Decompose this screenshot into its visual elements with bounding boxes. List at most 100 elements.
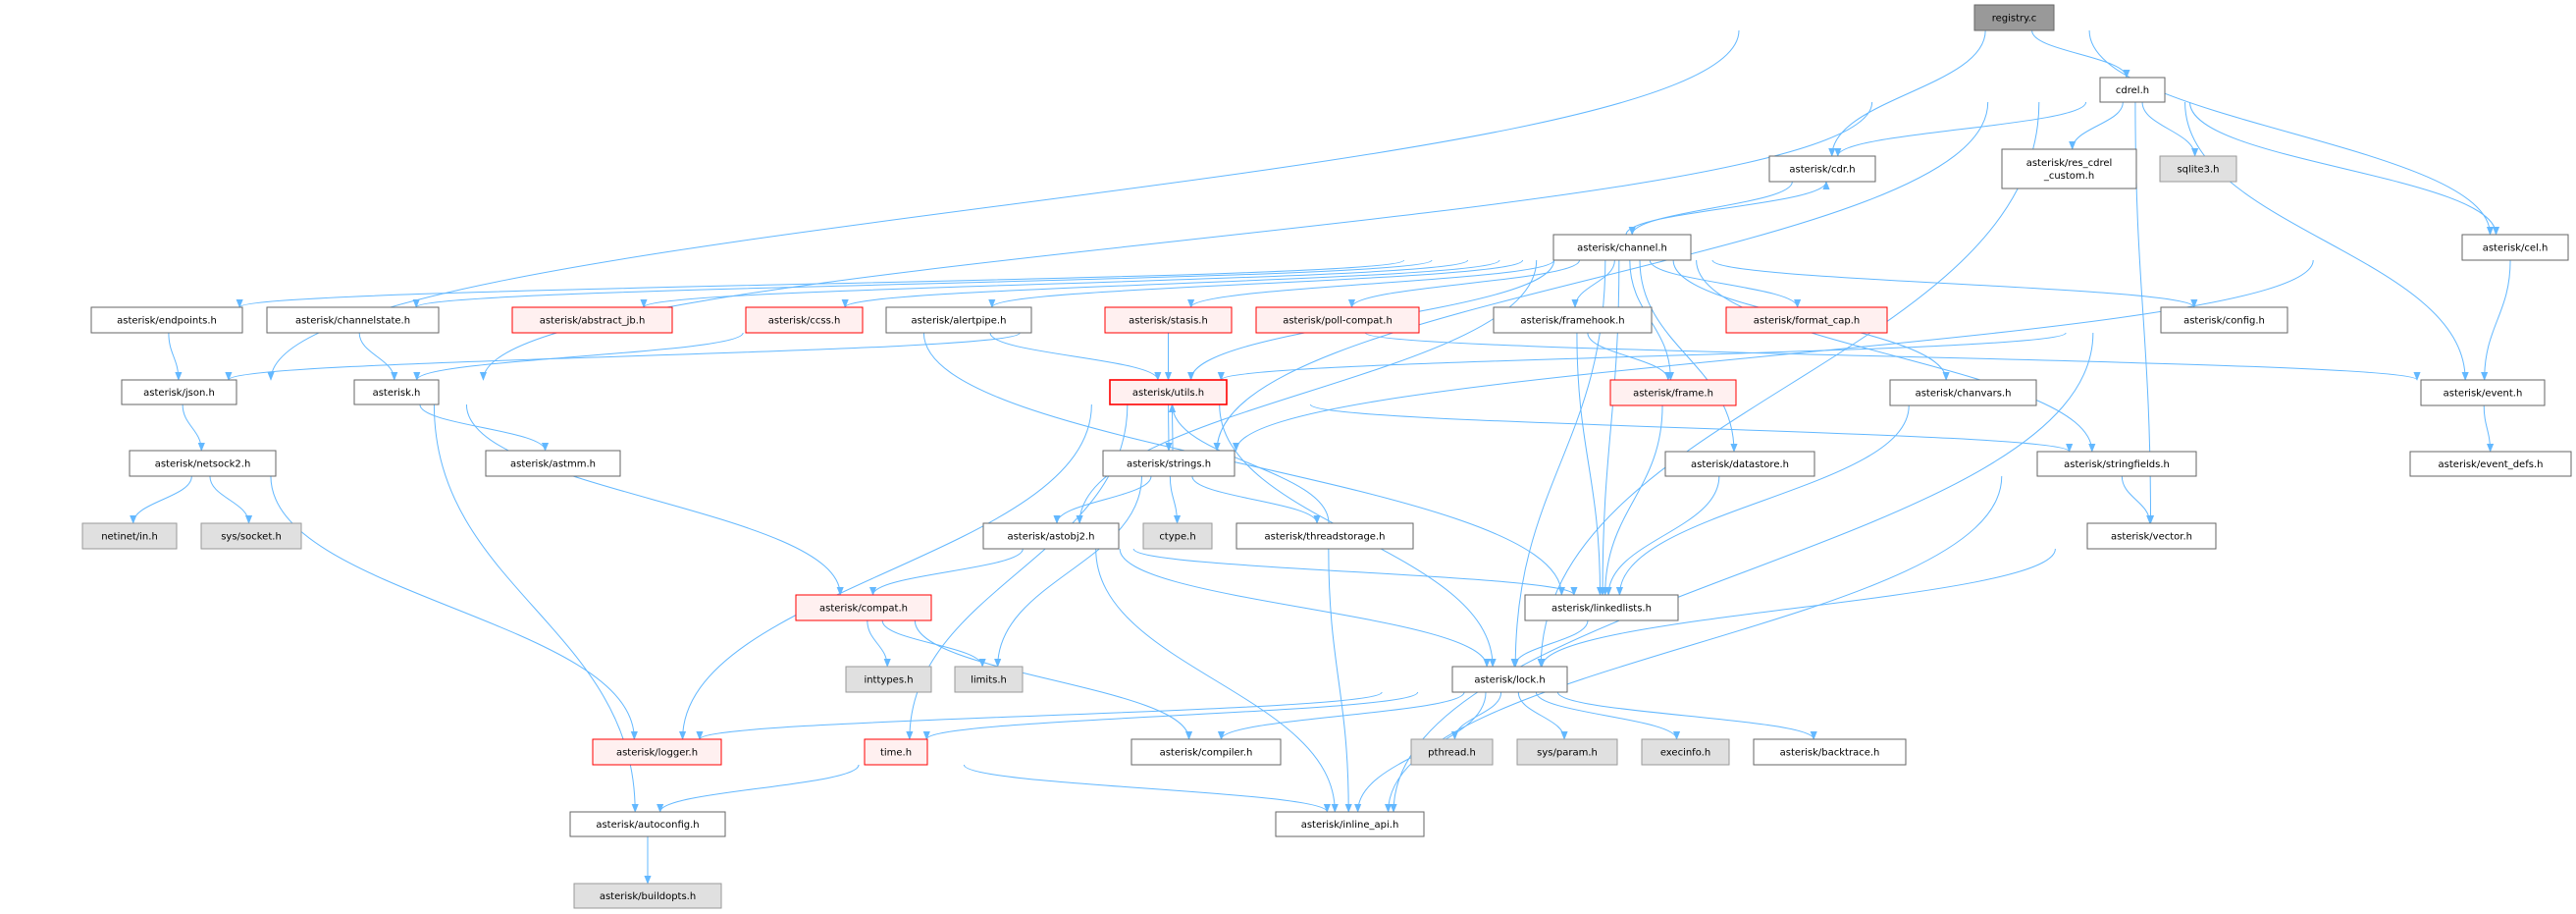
edge-strings-to-limits	[994, 475, 1142, 668]
node-label: asterisk/frame.h	[1633, 389, 1713, 400]
node-event[interactable]: asterisk/event.h	[2420, 379, 2546, 406]
node-box	[2461, 234, 2569, 261]
edge-compat-to-limits	[881, 619, 986, 668]
node-channelstate[interactable]: asterisk/channelstate.h	[266, 306, 440, 334]
edge-channel-to-config	[1711, 259, 2198, 308]
edge-chanvars-to-linkedlists	[1615, 404, 1910, 596]
node-astmm[interactable]: asterisk/astmm.h	[485, 450, 621, 477]
node-inlineapi[interactable]: asterisk/inline_api.h	[1275, 811, 1425, 837]
node-box	[1255, 306, 1420, 334]
node-pollcompat[interactable]: asterisk/poll-compat.h	[1255, 306, 1420, 334]
node-buildopts: asterisk/buildopts.h	[573, 883, 722, 909]
node-time[interactable]: time.h	[864, 738, 928, 766]
node-autoconfig[interactable]: asterisk/autoconfig.h	[569, 811, 726, 837]
node-label: asterisk/alertpipe.h	[912, 316, 1007, 327]
node-box	[1973, 4, 2055, 31]
node-label: asterisk/buildopts.h	[600, 891, 696, 902]
edge-config-to-utils	[1218, 332, 2067, 381]
node-label: asterisk/lock.h	[1474, 675, 1545, 686]
node-label: asterisk/res_cdrel	[2026, 158, 2113, 169]
node-box	[2159, 155, 2237, 183]
node-backtrace[interactable]: asterisk/backtrace.h	[1753, 738, 1907, 766]
edge-stasis-to-json	[225, 332, 1021, 381]
node-threadstorage[interactable]: asterisk/threadstorage.h	[1235, 522, 1414, 550]
node-label: ctype.h	[1159, 532, 1195, 543]
node-box	[2409, 451, 2572, 477]
node-abstractjb[interactable]: asterisk/abstract_jb.h	[511, 306, 673, 334]
node-label: asterisk/endpoints.h	[117, 316, 217, 327]
node-box	[982, 522, 1120, 550]
node-label: asterisk/event.h	[2444, 389, 2523, 400]
node-box	[1109, 379, 1228, 405]
node-json[interactable]: asterisk/json.h	[121, 379, 237, 405]
edge-utils-to-stringfields	[1309, 403, 2073, 453]
edge-channel-to-cdr	[1625, 181, 1830, 236]
edge-channel-to-stringfields	[1696, 259, 2096, 453]
node-label: asterisk/poll-compat.h	[1283, 316, 1393, 327]
node-label: asterisk/vector.h	[2111, 532, 2192, 543]
node-box	[1516, 738, 1618, 766]
edge-astobj2-to-linkedlists	[1132, 548, 1578, 596]
node-label: inttypes.h	[864, 675, 913, 686]
node-endpoints[interactable]: asterisk/endpoints.h	[90, 306, 243, 334]
edge-strings-to-threadstorage	[1191, 475, 1321, 524]
node-formatcap[interactable]: asterisk/format_cap.h	[1725, 306, 1888, 334]
node-ccss[interactable]: asterisk/ccss.h	[745, 306, 864, 334]
node-chanvars[interactable]: asterisk/chanvars.h	[1889, 379, 2037, 406]
node-asterisk[interactable]: asterisk.h	[353, 379, 440, 405]
edge-lock-to-time	[922, 691, 1419, 740]
node-label: asterisk/channel.h	[1577, 243, 1667, 254]
node-cdrel[interactable]: cdrel.h	[2099, 77, 2166, 103]
edge-time-to-inlineapi	[963, 764, 1331, 813]
edge-lock-to-pthread	[1450, 691, 1502, 740]
node-datastore[interactable]: asterisk/datastore.h	[1664, 451, 1815, 477]
node-eventdefs[interactable]: asterisk/event_defs.h	[2409, 451, 2572, 477]
edge-cel-to-event	[2481, 259, 2511, 381]
node-box	[1235, 522, 1414, 550]
node-lock[interactable]: asterisk/lock.h	[1451, 666, 1568, 693]
node-label: asterisk/logger.h	[616, 748, 698, 759]
node-astobj2[interactable]: asterisk/astobj2.h	[982, 522, 1120, 550]
node-label: asterisk/cel.h	[2483, 243, 2549, 254]
node-box	[1130, 738, 1282, 766]
node-stasis[interactable]: asterisk/stasis.h	[1104, 306, 1233, 334]
node-utils[interactable]: asterisk/utils.h	[1109, 379, 1228, 405]
node-compat[interactable]: asterisk/compat.h	[795, 594, 932, 621]
node-netsock2[interactable]: asterisk/netsock2.h	[129, 450, 277, 477]
node-frame[interactable]: asterisk/frame.h	[1609, 379, 1737, 406]
node-label: netinet/in.h	[101, 532, 158, 543]
node-box	[1753, 738, 1907, 766]
edge-threadstorage-to-inlineapi	[1328, 548, 1352, 813]
node-channel[interactable]: asterisk/channel.h	[1552, 234, 1692, 261]
node-config[interactable]: asterisk/config.h	[2160, 306, 2288, 334]
node-cel[interactable]: asterisk/cel.h	[2461, 234, 2569, 261]
node-box	[1641, 738, 1730, 766]
node-compiler[interactable]: asterisk/compiler.h	[1130, 738, 1282, 766]
node-box	[2036, 451, 2197, 477]
node-box	[1889, 379, 2037, 406]
node-framehook[interactable]: asterisk/framehook.h	[1493, 306, 1653, 334]
node-box	[954, 666, 1024, 693]
node-vector[interactable]: asterisk/vector.h	[2086, 522, 2217, 550]
edge-compat-to-inttypes	[867, 619, 891, 668]
node-box	[129, 450, 277, 477]
node-box	[2160, 306, 2288, 334]
edge-asterisk-to-compat	[465, 403, 844, 596]
edge-ccss-to-asterisk	[413, 332, 744, 381]
node-label: sqlite3.h	[2177, 165, 2219, 176]
node-label: registry.c	[1992, 14, 2037, 25]
edge-registry-to-cdrel	[2031, 29, 2130, 79]
node-logger[interactable]: asterisk/logger.h	[592, 738, 722, 766]
node-label: asterisk/chanvars.h	[1916, 389, 2012, 400]
node-rescdrel[interactable]: asterisk/res_cdrel_custom.h	[2001, 148, 2137, 189]
node-label: asterisk/abstract_jb.h	[540, 316, 646, 327]
node-cdr[interactable]: asterisk/cdr.h	[1768, 155, 1876, 183]
node-linkedlists[interactable]: asterisk/linkedlists.h	[1524, 594, 1679, 621]
node-stringfields[interactable]: asterisk/stringfields.h	[2036, 451, 2197, 477]
node-strings[interactable]: asterisk/strings.h	[1102, 450, 1235, 477]
node-registry[interactable]: registry.c	[1973, 4, 2055, 31]
edge-config-to-inlineapi	[1390, 332, 2094, 813]
node-alertpipe[interactable]: asterisk/alertpipe.h	[885, 306, 1032, 334]
edge-linkedlists-to-lock	[1510, 619, 1589, 668]
